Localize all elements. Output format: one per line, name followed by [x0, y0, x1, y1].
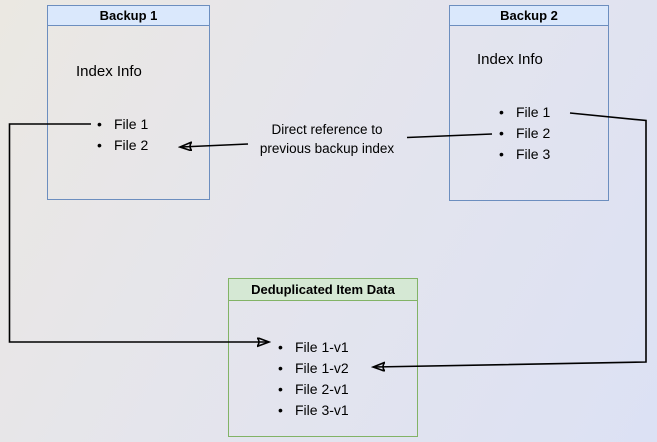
- backup2-file-list: File 1 File 2 File 3: [450, 102, 608, 165]
- node-dedup-item-data: Deduplicated Item Data File 1-v1 File 1-…: [228, 278, 418, 437]
- node-backup1: Backup 1 Index Info File 1 File 2: [47, 5, 210, 200]
- backup1-file-list: File 1 File 2: [48, 114, 209, 156]
- file-item: File 1: [450, 102, 608, 123]
- edge-label-line2: previous backup index: [259, 141, 395, 156]
- file-item: File 1: [48, 114, 209, 135]
- file-item: File 2: [48, 135, 209, 156]
- node-backup2-title: Backup 2: [450, 6, 608, 26]
- edge-label-direct-reference: Direct reference to previous backup inde…: [237, 120, 417, 158]
- node-dedup-title: Deduplicated Item Data: [229, 279, 417, 301]
- file-item: File 3-v1: [229, 400, 417, 421]
- node-backup1-title: Backup 1: [48, 6, 209, 26]
- edge-label-line1: Direct reference to: [271, 122, 383, 137]
- file-item: File 2: [450, 123, 608, 144]
- node-backup1-subtitle: Index Info: [76, 63, 142, 80]
- file-item: File 2-v1: [229, 379, 417, 400]
- node-backup2: Backup 2 Index Info File 1 File 2 File 3: [449, 5, 609, 201]
- file-item: File 1-v1: [229, 337, 417, 358]
- dedup-file-list: File 1-v1 File 1-v2 File 2-v1 File 3-v1: [229, 337, 417, 421]
- node-backup2-subtitle: Index Info: [477, 51, 543, 68]
- file-item: File 3: [450, 144, 608, 165]
- file-item: File 1-v2: [229, 358, 417, 379]
